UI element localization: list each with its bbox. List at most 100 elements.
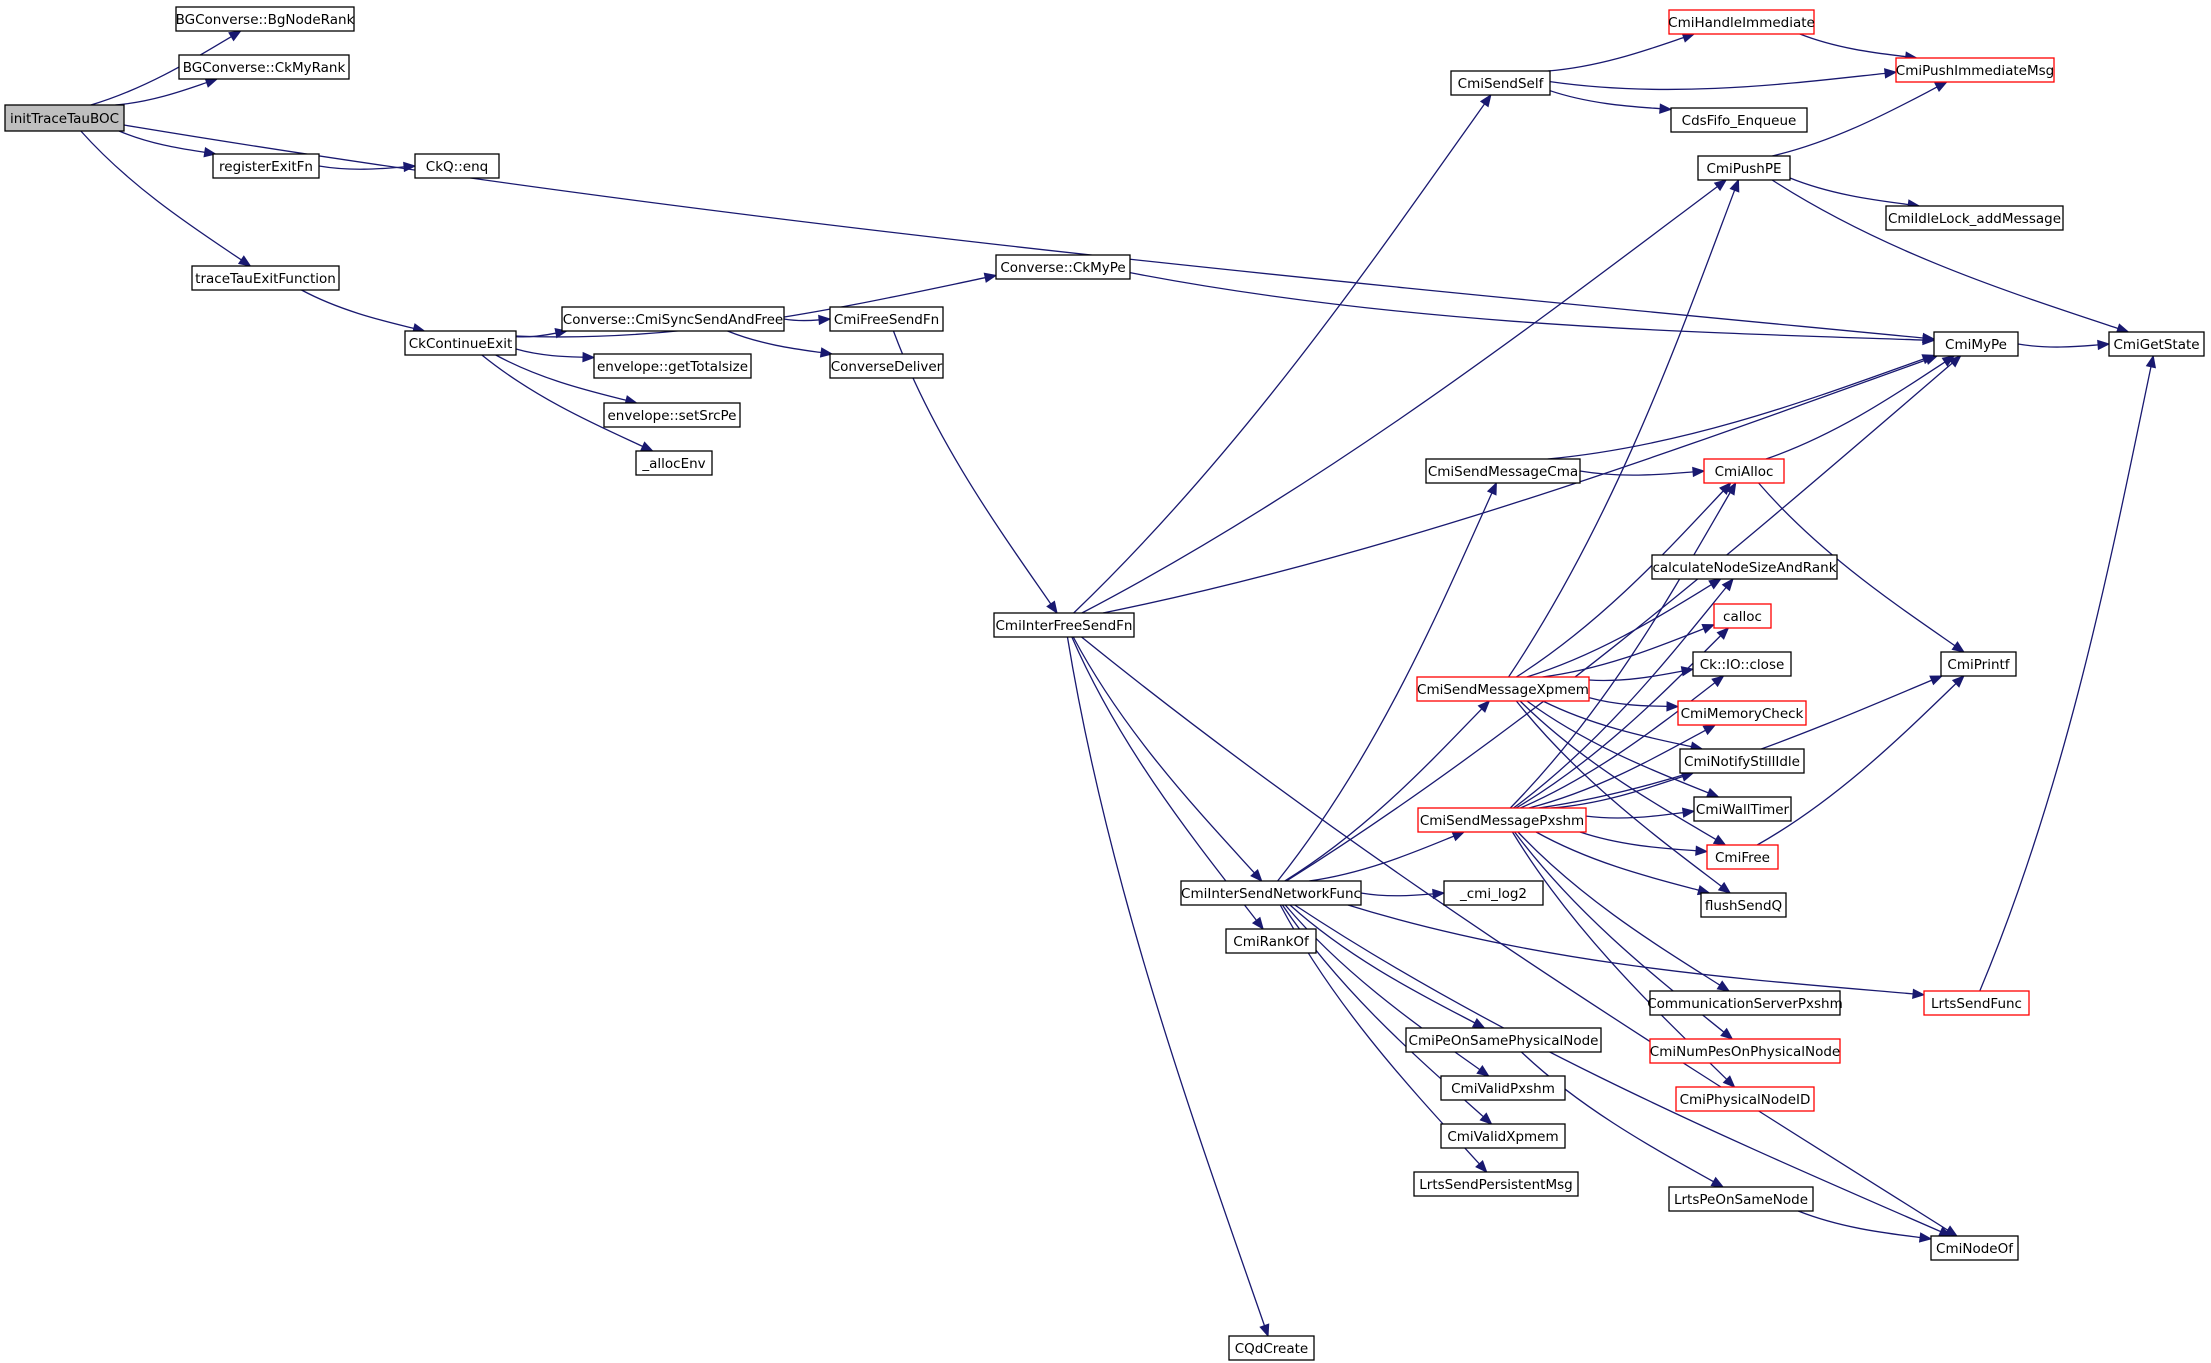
node-lrtssendfunc[interactable]: LrtsSendFunc [1923,990,2030,1016]
node-converse-cmisyncsendandfree[interactable]: Converse::CmiSyncSendAndFree [561,306,785,332]
node-conversedeliver[interactable]: ConverseDeliver [829,353,944,379]
node-ck-io-close[interactable]: Ck::IO::close [1692,651,1792,677]
node-box [191,265,340,291]
node-label: LrtsSendFunc [1931,996,2022,1012]
node-inittracetauboc[interactable]: initTraceTauBOC [4,104,125,132]
edge-inittracetauboc-to-cmimype [123,124,1936,344]
node-registerexitfn[interactable]: registerExitFn [212,153,320,179]
node-cmihandleimmediate[interactable]: CmiHandleImmediate [1668,9,1815,35]
node-box [829,306,944,332]
node-cminodeof[interactable]: CmiNodeOf [1930,1235,2019,1261]
node-cminumpesonphysicalnode[interactable]: CmiNumPesOnPhysicalNode [1649,1038,1841,1064]
node-cmiinterfreesendfn[interactable]: CmiInterFreeSendFn [993,612,1135,638]
edge-registerexitfn-to-ckqenq [318,161,417,173]
node-box [1713,603,1772,629]
node-label: _allocEnv [641,456,705,472]
node-box [1677,700,1807,726]
node-box [1225,928,1317,954]
edge-cmisendmessagexpmem-to-cmifree [1519,700,1727,846]
node-cmisendmessagecma[interactable]: CmiSendMessageCma [1425,458,1581,484]
node-cmipushpe[interactable]: CmiPushPE [1697,155,1791,181]
node-label: CQdCreate [1235,1341,1308,1357]
node-converse-ckmype[interactable]: Converse::CkMyPe [995,254,1131,280]
node-ckq-enq[interactable]: CkQ::enq [414,153,500,179]
node-label: _cmi_log2 [1459,886,1527,902]
call-nodes: initTraceTauBOC BGConverse::BgNodeRankBGC… [4,6,2205,1361]
node-cmiphysicalnodeid[interactable]: CmiPhysicalNodeID [1675,1086,1815,1112]
node-cmifree[interactable]: CmiFree [1706,844,1779,870]
node-lrtssendpersistentmsg[interactable]: LrtsSendPersistentMsg [1413,1171,1579,1197]
node-calculatenodesizeandrank[interactable]: calculateNodeSizeAndRank [1651,554,1838,580]
node-ckcontinueexit[interactable]: CkContinueExit [404,330,517,356]
node-bgconverse-bgnoderank[interactable]: BGConverse::BgNodeRank [175,6,355,32]
node-label: CmiPushPE [1706,161,1781,177]
edge-tracetauexitfunction-to-ckcontinueexit [301,289,426,334]
node-tracetauexitfunction[interactable]: traceTauExitFunction [191,265,340,291]
node-cmialloc[interactable]: CmiAlloc [1703,458,1785,484]
node-label: CmiPushImmediateMsg [1896,63,2054,79]
edge-inittracetauboc-to-registerexitfn [118,130,217,158]
edge-cmisendmessagepxshm-to-calcnode [1513,577,1734,809]
node-box [414,153,500,179]
node-cmivalidpxshm[interactable]: CmiValidPxshm [1440,1075,1566,1101]
node-calloc[interactable]: calloc [1713,603,1772,629]
node-box [1228,1335,1315,1361]
node-label: calloc [1723,609,1762,625]
node-cmipeonsamephysicalnode[interactable]: CmiPeOnSamePhysicalNode [1405,1027,1602,1053]
node-cmipushimmediatemsg[interactable]: CmiPushImmediateMsg [1895,57,2055,83]
node-box [1440,1075,1566,1101]
node-envelope-gettotalsize[interactable]: envelope::getTotalsize [593,353,752,379]
node-box [829,353,944,379]
edge-cmipushpe-to-cmiidlelock [1789,177,1921,210]
node-cmimemorycheck[interactable]: CmiMemoryCheck [1677,700,1807,726]
edge-cmifree-to-cmiprintf [1756,675,1965,846]
node-box [995,254,1131,280]
node-box [212,153,320,179]
node-cqdcreate[interactable]: CQdCreate [1228,1335,1315,1361]
node-label: CmiValidPxshm [1451,1081,1555,1097]
node-bgconverse-ckmyrank[interactable]: BGConverse::CkMyRank [178,54,350,80]
node-cdsfifo-enqueue[interactable]: CdsFifo_Enqueue [1670,107,1808,133]
node-cminotifystillidle[interactable]: CmiNotifyStillIdle [1679,748,1805,774]
node-lrtspeonsamenode[interactable]: LrtsPeOnSameNode [1668,1186,1814,1212]
edge-cmiinterfreesendfn-to-cmipushpe [1081,179,1728,614]
node-label: calculateNodeSizeAndRank [1652,560,1836,576]
edge-cmisendmessagepxshm-to-ckioclose [1520,675,1725,809]
edge-cmisendmessagepxshm-to-commserverpxshm [1517,831,1731,992]
node-cmifreesendfn[interactable]: CmiFreeSendFn [829,306,944,332]
node-cmirankof[interactable]: CmiRankOf [1225,928,1317,954]
node-cmivalidxpmem[interactable]: CmiValidXpmem [1440,1123,1566,1149]
node-box [1417,807,1587,833]
node-cmiprintf[interactable]: CmiPrintf [1940,651,2017,677]
node-communicationserverpxshm[interactable]: CommunicationServerPxshm [1647,990,1843,1016]
node-allocenv[interactable]: _allocEnv [635,450,713,476]
node-label: CmiSendMessageCma [1428,464,1578,480]
node-label: CmiIdleLock_addMessage [1888,211,2061,227]
node-cmigetstate[interactable]: CmiGetState [2108,331,2205,357]
node-box [603,402,741,428]
node-box [2108,331,2205,357]
edge-cmisendself-to-cmipushimmediatemsg [1549,68,1898,91]
node-label: CmiPeOnSamePhysicalNode [1409,1033,1599,1049]
node-cmiintersendnetworkfunc[interactable]: CmiInterSendNetworkFunc [1180,880,1362,906]
edge-cmiintersendnetworkfunc-to-cmipeonsamephysicalnode [1289,904,1486,1029]
node-box [635,450,713,476]
node-label: CmiFreeSendFn [834,312,939,328]
node-flushsendq[interactable]: flushSendQ [1700,892,1787,918]
node-envelope-setsrcpe[interactable]: envelope::setSrcPe [603,402,741,428]
node-cmiidlelock-addmessage[interactable]: CmiIdleLock_addMessage [1885,205,2064,231]
node-cmisendself[interactable]: CmiSendSelf [1450,70,1551,96]
node-cmiwalltimer[interactable]: CmiWallTimer [1693,796,1792,822]
edge-cmiinterfreesendfn-to-cmiintersendnetworkfunc [1072,636,1263,882]
node-cmi-log2[interactable]: _cmi_log2 [1443,880,1544,906]
node-cmisendmessagepxshm[interactable]: CmiSendMessagePxshm [1417,807,1587,833]
node-cmisendmessagexpmem[interactable]: CmiSendMessageXpmem [1416,676,1590,702]
node-box [1885,205,2064,231]
node-box [1405,1027,1602,1053]
node-label: traceTauExitFunction [195,271,336,287]
node-box [993,612,1135,638]
node-box [178,54,350,80]
node-cmimype[interactable]: CmiMyPe [1933,331,2019,357]
node-box [175,6,355,32]
